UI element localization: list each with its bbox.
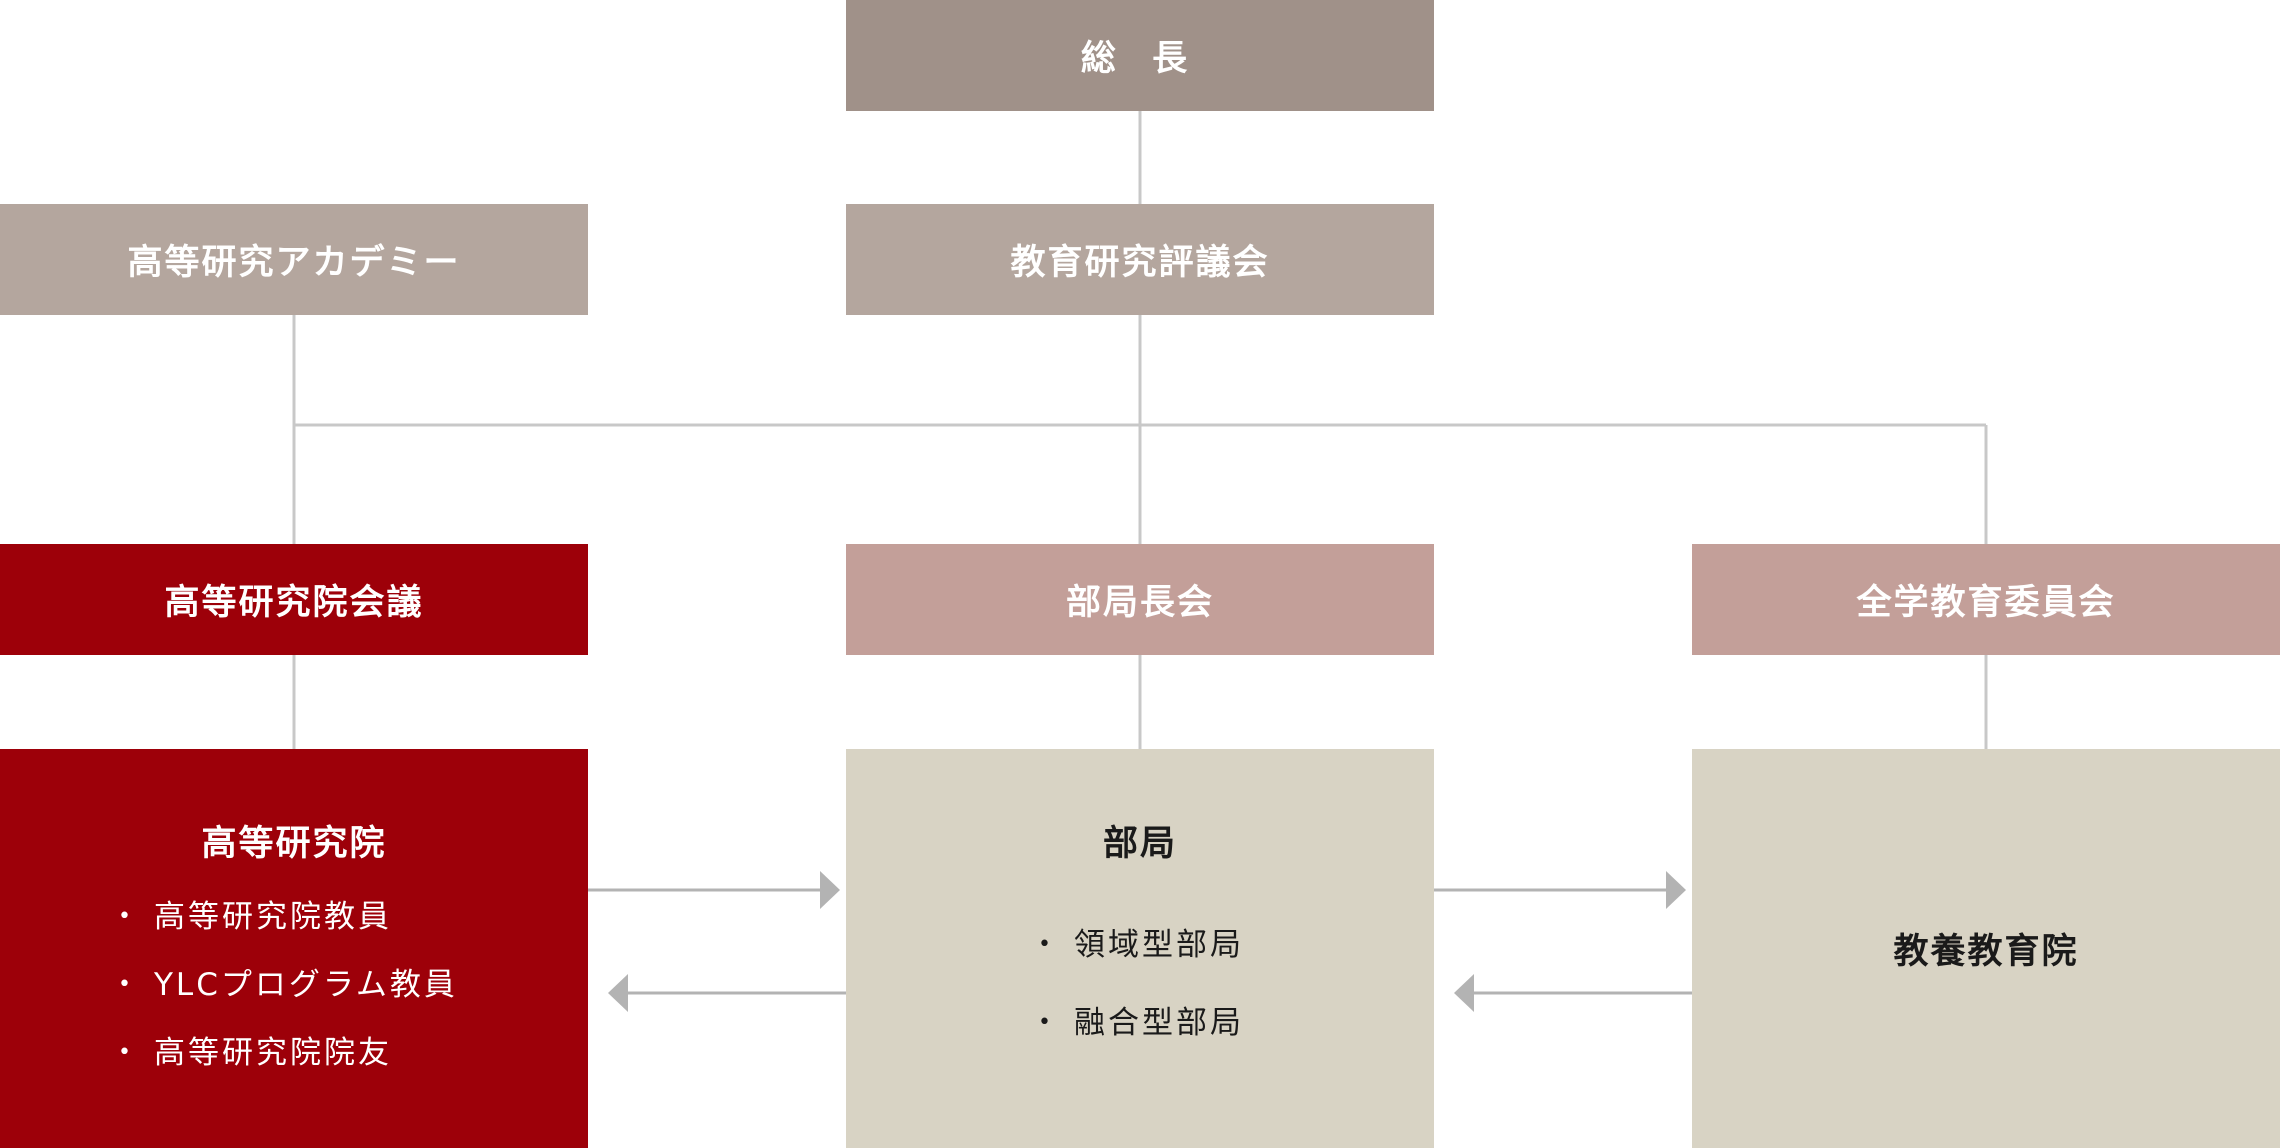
node-president-label: 総 長 xyxy=(1080,39,1200,79)
node-edu-committee-label: 全学教育委員会 xyxy=(1856,583,2116,623)
panel-departments: 部局 領域型部局 融合型部局 xyxy=(846,749,1434,1148)
arrow-dept-to-iar-head xyxy=(608,974,628,1012)
node-deans-label: 部局長会 xyxy=(1065,583,1214,623)
node-academy-label: 高等研究アカデミー xyxy=(127,243,461,283)
panel-iar-list: 高等研究院教員 YLCプログラム教員 高等研究院院友 xyxy=(118,897,458,1101)
panel-dept-list: 領域型部局 融合型部局 xyxy=(1038,925,1244,1081)
list-item: YLCプログラム教員 xyxy=(118,965,458,1033)
panel-iar-title: 高等研究院 xyxy=(201,824,387,864)
node-council: 教育研究評議会 xyxy=(846,204,1434,315)
panel-liberal-arts: 教養教育院 xyxy=(1692,749,2280,1148)
node-president: 総 長 xyxy=(846,0,1434,111)
arrow-iar-to-dept-head xyxy=(820,871,840,909)
list-item: 高等研究院院友 xyxy=(118,1033,458,1101)
node-edu-committee: 全学教育委員会 xyxy=(1692,544,2280,655)
panel-dept-title: 部局 xyxy=(1102,824,1177,864)
list-item: 融合型部局 xyxy=(1038,1003,1244,1081)
list-item: 高等研究院教員 xyxy=(118,897,458,965)
node-deans: 部局長会 xyxy=(846,544,1434,655)
node-iar-council: 高等研究院会議 xyxy=(0,544,588,655)
node-iar-council-label: 高等研究院会議 xyxy=(164,583,424,623)
arrow-dept-to-liberal-head xyxy=(1666,871,1686,909)
panel-institute-advanced-research: 高等研究院 高等研究院教員 YLCプログラム教員 高等研究院院友 xyxy=(0,749,588,1148)
panel-liberal-title: 教養教育院 xyxy=(1893,932,2079,972)
node-council-label: 教育研究評議会 xyxy=(1010,243,1270,283)
node-academy: 高等研究アカデミー xyxy=(0,204,588,315)
list-item: 領域型部局 xyxy=(1038,925,1244,1003)
arrow-liberal-to-dept-head xyxy=(1454,974,1474,1012)
